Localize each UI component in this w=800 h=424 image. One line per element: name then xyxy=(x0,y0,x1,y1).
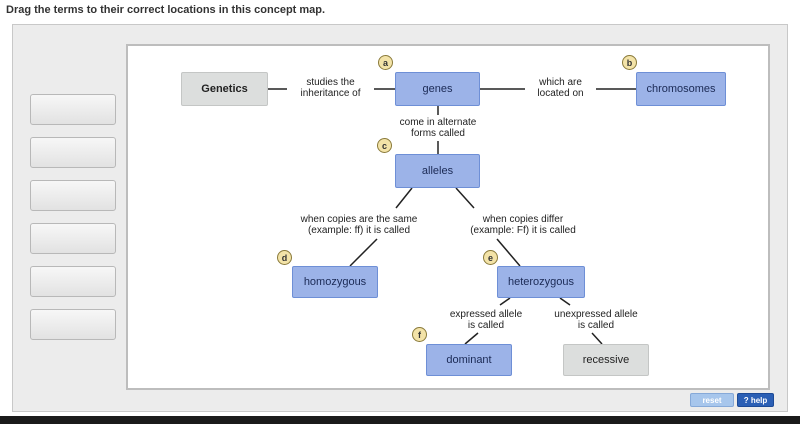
node-genes: genes xyxy=(395,72,480,106)
line-alleles-differ xyxy=(455,187,475,209)
term-slot-2[interactable] xyxy=(30,137,116,168)
link-text-line: when copies differ xyxy=(482,214,564,225)
link-text-line: when copies are the same xyxy=(300,214,418,225)
node-homozygous: homozygous xyxy=(292,266,378,298)
line-heterozygous-expressed xyxy=(499,297,511,306)
instruction-text: Drag the terms to their correct location… xyxy=(6,4,326,16)
link-studies-inheritance: studies the inheritance of xyxy=(287,77,374,99)
link-text-line: which are xyxy=(539,77,582,88)
badge-e: e xyxy=(483,250,498,265)
line-alleles-same xyxy=(395,187,413,209)
node-dominant: dominant xyxy=(426,344,512,376)
node-genetics: Genetics xyxy=(181,72,268,106)
link-alternate-forms: come in alternate forms called xyxy=(388,117,488,139)
badge-f: f xyxy=(412,327,427,342)
link-text-line: is called xyxy=(577,320,615,331)
badge-d: d xyxy=(277,250,292,265)
badge-c: c xyxy=(377,138,392,153)
link-text-line: (example: Ff) it is called xyxy=(470,225,576,236)
link-text-line: unexpressed allele xyxy=(554,309,638,320)
reset-button[interactable]: reset xyxy=(690,393,734,407)
link-copies-differ: when copies differ (example: Ff) it is c… xyxy=(452,214,594,236)
line-expressed-dominant xyxy=(464,332,479,345)
node-chromosomes: chromosomes xyxy=(636,72,726,106)
link-text-line: (example: ff) it is called xyxy=(307,225,411,236)
line-same-homozygous xyxy=(349,238,378,267)
badge-b: b xyxy=(622,55,637,70)
link-text-line: inheritance of xyxy=(300,88,361,99)
badge-a: a xyxy=(378,55,393,70)
link-unexpressed-allele: unexpressed allele is called xyxy=(542,309,650,331)
term-slot-6[interactable] xyxy=(30,309,116,340)
link-copies-same: when copies are the same (example: ff) i… xyxy=(284,214,434,236)
link-text-line: expressed allele xyxy=(449,309,523,320)
bottom-bar xyxy=(0,416,800,424)
node-recessive: recessive xyxy=(563,344,649,376)
link-text-line: located on xyxy=(537,88,584,99)
link-located-on: which are located on xyxy=(525,77,596,99)
link-text-line: forms called xyxy=(411,128,465,139)
term-slot-3[interactable] xyxy=(30,180,116,211)
line-unexpressed-recessive xyxy=(591,332,603,345)
node-heterozygous: heterozygous xyxy=(497,266,585,298)
link-text-line: studies the xyxy=(306,77,355,88)
term-slot-4[interactable] xyxy=(30,223,116,254)
term-slot-5[interactable] xyxy=(30,266,116,297)
line-heterozygous-unexpressed xyxy=(559,297,571,306)
line-differ-heterozygous xyxy=(496,238,521,267)
link-text-line: is called xyxy=(467,320,505,331)
link-text-line: come in alternate xyxy=(399,117,477,128)
help-button[interactable]: ? help xyxy=(737,393,774,407)
link-expressed-allele: expressed allele is called xyxy=(438,309,534,331)
term-slot-1[interactable] xyxy=(30,94,116,125)
node-alleles: alleles xyxy=(395,154,480,188)
